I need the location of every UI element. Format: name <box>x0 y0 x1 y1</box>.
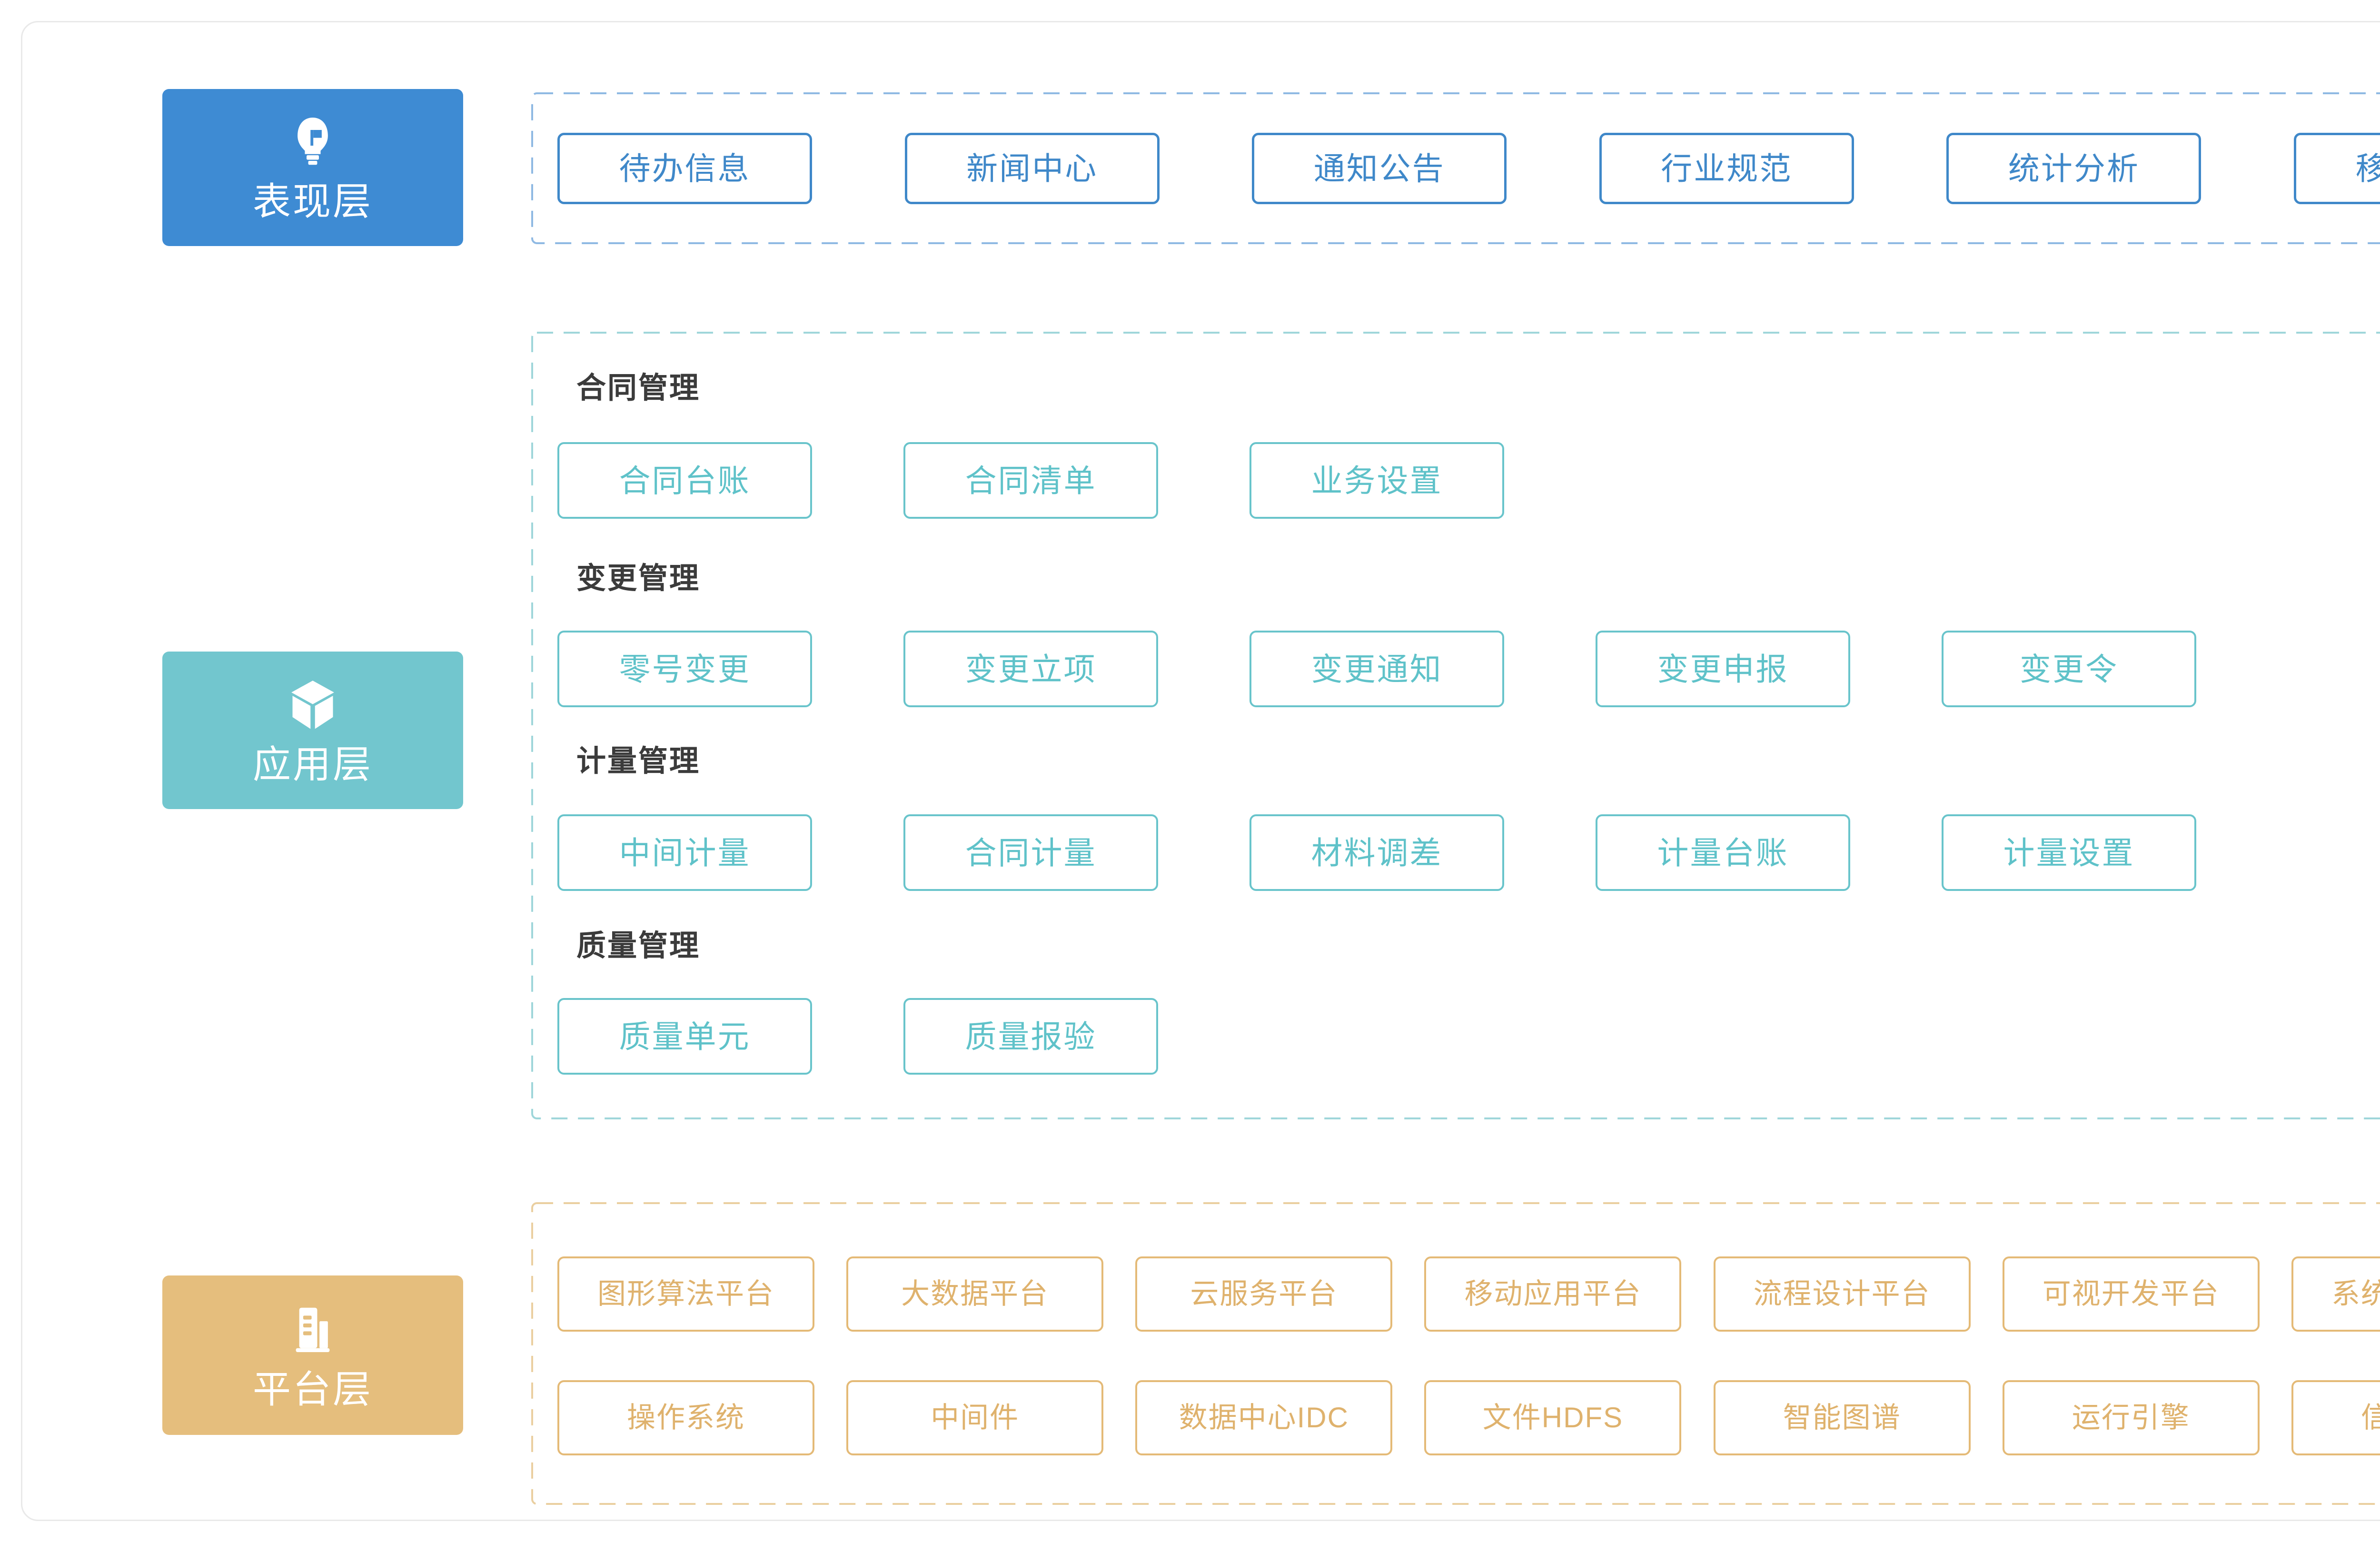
module-button-quality-inspection[interactable]: 质量报验 <box>903 998 1158 1075</box>
module-button-visual-dev-platform[interactable]: 可视开发平台 <box>2002 1256 2260 1332</box>
lightbulb-icon <box>298 118 328 165</box>
module-button-operating-system[interactable]: 操作系统 <box>557 1380 814 1455</box>
layer-box-platform: 平台层 <box>162 1275 463 1435</box>
module-button-contract-list[interactable]: 合同清单 <box>903 442 1158 519</box>
layer-box-application: 应用层 <box>162 652 463 809</box>
module-button-mobile-app[interactable]: 移动应用 <box>2293 132 2380 204</box>
layer-label-presentation: 表现层 <box>253 180 373 223</box>
layer-box-presentation: 表现层 <box>162 89 463 246</box>
group-title-quality: 质量管理 <box>576 929 701 962</box>
layer-label-platform: 平台层 <box>253 1368 373 1411</box>
module-button-change-initiation[interactable]: 变更立项 <box>903 631 1158 707</box>
module-button-bigdata-platform[interactable]: 大数据平台 <box>846 1256 1104 1332</box>
module-button-runtime-engine[interactable]: 运行引擎 <box>2002 1380 2260 1455</box>
presentation-dashed-border <box>531 92 2380 244</box>
contract-row: 合同台账 合同清单 业务设置 <box>557 442 2380 519</box>
module-button-contract-measurement[interactable]: 合同计量 <box>903 814 1158 891</box>
module-button-statistics[interactable]: 统计分析 <box>1946 132 2202 204</box>
module-button-interim-measurement[interactable]: 中间计量 <box>557 814 812 891</box>
module-button-system-integration-platform[interactable]: 系统集成平台 <box>2291 1256 2380 1332</box>
module-button-cloud-service-platform[interactable]: 云服务平台 <box>1135 1256 1393 1332</box>
zone-application: 合同管理 合同台账 合同清单 业务设置 变更管理 零号变更 变更立项 变更通知 … <box>531 332 2380 1119</box>
module-button-graph-algorithm-platform[interactable]: 图形算法平台 <box>557 1256 814 1332</box>
zone-presentation: 待办信息 新闻中心 通知公告 行业规范 统计分析 移动应用 <box>531 92 2380 244</box>
change-row: 零号变更 变更立项 变更通知 变更申报 变更令 <box>557 631 2380 707</box>
cube-icon <box>291 680 334 729</box>
module-button-business-settings[interactable]: 业务设置 <box>1250 442 1504 519</box>
module-button-information-security[interactable]: 信息安全 <box>2291 1380 2380 1455</box>
group-title-change: 变更管理 <box>576 562 701 595</box>
application-dashed-border <box>531 332 2380 1119</box>
quality-row: 质量单元 质量报验 <box>557 998 2380 1075</box>
module-button-contract-ledger[interactable]: 合同台账 <box>557 442 812 519</box>
module-button-measurement-settings[interactable]: 计量设置 <box>1942 814 2196 891</box>
module-button-industry-standard[interactable]: 行业规范 <box>1599 132 1854 204</box>
module-button-measurement-ledger[interactable]: 计量台账 <box>1596 814 1850 891</box>
module-button-change-notice[interactable]: 变更通知 <box>1250 631 1504 707</box>
module-button-file-hdfs[interactable]: 文件HDFS <box>1424 1380 1682 1455</box>
layer-label-application: 应用层 <box>253 743 373 786</box>
platform-row-2: 操作系统 中间件 数据中心IDC 文件HDFS 智能图谱 运行引擎 信息安全 <box>557 1380 2380 1455</box>
module-button-quality-unit[interactable]: 质量单元 <box>557 998 812 1075</box>
presentation-row: 待办信息 新闻中心 通知公告 行业规范 统计分析 移动应用 <box>557 132 2380 204</box>
group-title-contract: 合同管理 <box>576 372 701 405</box>
architecture-panel: 表现层 待办信息 新闻中心 通知公告 行业规范 统计分析 移动应用 应用层 合同… <box>21 21 2380 1521</box>
module-button-material-adjustment[interactable]: 材料调差 <box>1250 814 1504 891</box>
zone-platform: 图形算法平台 大数据平台 云服务平台 移动应用平台 流程设计平台 可视开发平台 … <box>531 1202 2380 1505</box>
platform-row-1: 图形算法平台 大数据平台 云服务平台 移动应用平台 流程设计平台 可视开发平台 … <box>557 1256 2380 1332</box>
module-button-news[interactable]: 新闻中心 <box>904 132 1160 204</box>
platform-dashed-border <box>531 1202 2380 1505</box>
module-button-change-order[interactable]: 变更令 <box>1942 631 2196 707</box>
module-button-workflow-design-platform[interactable]: 流程设计平台 <box>1713 1256 1971 1332</box>
module-button-change-declaration[interactable]: 变更申报 <box>1596 631 1850 707</box>
building-icon <box>296 1307 330 1352</box>
module-button-notice[interactable]: 通知公告 <box>1252 132 1507 204</box>
measurement-row: 中间计量 合同计量 材料调差 计量台账 计量设置 <box>557 814 2380 891</box>
group-title-measurement: 计量管理 <box>576 745 701 778</box>
module-button-data-center-idc[interactable]: 数据中心IDC <box>1135 1380 1393 1455</box>
module-button-todo[interactable]: 待办信息 <box>557 132 812 204</box>
module-button-mobile-app-platform[interactable]: 移动应用平台 <box>1424 1256 1682 1332</box>
module-button-zero-change[interactable]: 零号变更 <box>557 631 812 707</box>
module-button-middleware[interactable]: 中间件 <box>846 1380 1104 1455</box>
module-button-intelligent-graph[interactable]: 智能图谱 <box>1713 1380 1971 1455</box>
